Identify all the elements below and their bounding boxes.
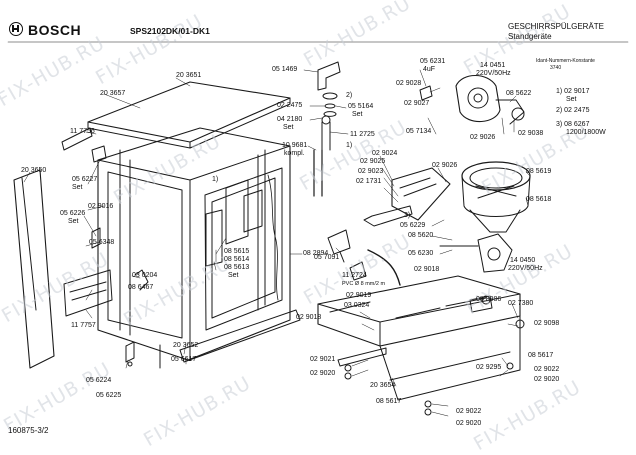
- part-label: 02 9038: [518, 130, 544, 137]
- part-label: 08 5620: [408, 232, 434, 239]
- part-label: 08 2894: [303, 250, 329, 257]
- part-label: 1): [346, 142, 353, 149]
- part-label: 08 5622: [506, 90, 532, 97]
- ident-label: Idant-Nummern-Konstante: [536, 58, 595, 64]
- part-label: 03 0324: [344, 302, 370, 309]
- part-label: 08 5618: [526, 196, 552, 203]
- part-label: 04 2180: [277, 116, 303, 123]
- part-label: 02 9018: [414, 266, 440, 273]
- part-label: 14 0451: [480, 62, 506, 69]
- part-label: Set: [72, 184, 83, 191]
- part-label: 02 9022: [534, 366, 560, 373]
- part-label: 05 6225: [96, 392, 122, 399]
- part-label: 02 9026: [470, 134, 496, 141]
- part-label: 05 6617: [171, 356, 197, 363]
- part-label: 2): [346, 92, 353, 99]
- part-label: 08 6467: [128, 284, 154, 291]
- part-label: 05 6224: [86, 377, 112, 384]
- part-label: 05 6231: [420, 58, 446, 65]
- part-label: 02 9021: [310, 356, 336, 363]
- part-label: 08 5619: [526, 168, 552, 175]
- part-label: 05 7091: [314, 254, 340, 261]
- part-label: kompl.: [284, 150, 305, 157]
- part-label: 02 1731: [356, 178, 382, 185]
- part-label: 1) 02 9017: [556, 88, 590, 95]
- part-label: 20 3652: [173, 342, 199, 349]
- part-label: 3): [404, 212, 411, 219]
- ident-value: 3740: [550, 65, 562, 71]
- part-label: 05 6227: [72, 176, 98, 183]
- part-label: Set: [228, 272, 239, 279]
- part-label: 02 9295: [476, 364, 502, 371]
- part-label: 05 1469: [272, 66, 298, 73]
- part-label: 08 5615: [224, 248, 250, 255]
- part-label: 05 6229: [400, 222, 426, 229]
- part-label: 02 9019: [346, 292, 372, 299]
- part-label: 11 2724: [342, 272, 367, 279]
- part-label: 02 7380: [508, 300, 534, 307]
- part-label: 220V/50Hz: [476, 70, 511, 77]
- part-label: 220V/50Hz: [508, 265, 543, 272]
- part-label: Set: [283, 124, 294, 131]
- part-label: 11 2725: [350, 131, 375, 138]
- part-label: 08 5617: [376, 398, 402, 405]
- appliance-subcategory: Standgeräte: [508, 32, 552, 41]
- part-label: 20 3654: [370, 382, 396, 389]
- part-label: 4uF: [423, 66, 436, 73]
- part-label: 02 9022: [456, 408, 482, 415]
- part-label: 02 2475: [277, 102, 303, 109]
- model-number: SPS2102DK/01-DK1: [130, 26, 210, 36]
- part-label: 20 3657: [100, 90, 126, 97]
- part-label: 11 7756: [70, 128, 95, 135]
- part-label: 05 6230: [408, 250, 434, 257]
- part-label: 20 3651: [176, 72, 202, 79]
- part-label: 02 9025: [360, 158, 386, 165]
- part-label: 08 5617: [528, 352, 554, 359]
- part-label: 02 9027: [404, 100, 430, 107]
- appliance-category: GESCHIRRSPÜLGERÄTE: [508, 22, 605, 31]
- part-label: 2) 02 2475: [556, 107, 590, 114]
- part-label: Set: [68, 218, 79, 225]
- part-label: 02 9020: [534, 376, 560, 383]
- part-label: 02 9020: [456, 420, 482, 427]
- part-label: 1): [212, 176, 219, 183]
- part-label: 10 9681: [282, 142, 308, 149]
- part-label: 02 9098: [534, 320, 560, 327]
- part-label: 05 6226: [60, 210, 86, 217]
- part-label: 02 9023: [358, 168, 384, 175]
- part-label: 11 7757: [71, 322, 96, 329]
- part-label: 02 9024: [372, 150, 398, 157]
- part-label: 08 5614: [224, 256, 250, 263]
- part-label: 08 8986: [476, 296, 502, 303]
- part-label: 02 9028: [396, 80, 422, 87]
- bosch-logo-icon: [9, 22, 23, 36]
- part-label: 05 5164: [348, 103, 374, 110]
- part-label: 02 9016: [88, 203, 114, 210]
- part-label: 14 0450: [510, 257, 536, 264]
- part-label: 20 3650: [21, 167, 47, 174]
- part-label: PVC Ø 8 mm/2 m: [342, 281, 386, 287]
- part-label: 02 9026: [432, 162, 458, 169]
- part-label: 08 5613: [224, 264, 250, 271]
- part-label: Set: [566, 96, 577, 103]
- part-label: Set: [352, 111, 363, 118]
- part-label: 02 9018: [296, 314, 322, 321]
- part-label: 05 7134: [406, 128, 432, 135]
- part-label: 3) 08 6267: [556, 121, 590, 128]
- page-code: 160875-3/2: [8, 426, 49, 435]
- brand-name: BOSCH: [28, 22, 82, 38]
- part-label: 05 6348: [89, 239, 115, 246]
- part-label: 02 9020: [310, 370, 336, 377]
- part-label: 1200/1800W: [566, 129, 606, 136]
- part-label: 03 0204: [132, 272, 158, 279]
